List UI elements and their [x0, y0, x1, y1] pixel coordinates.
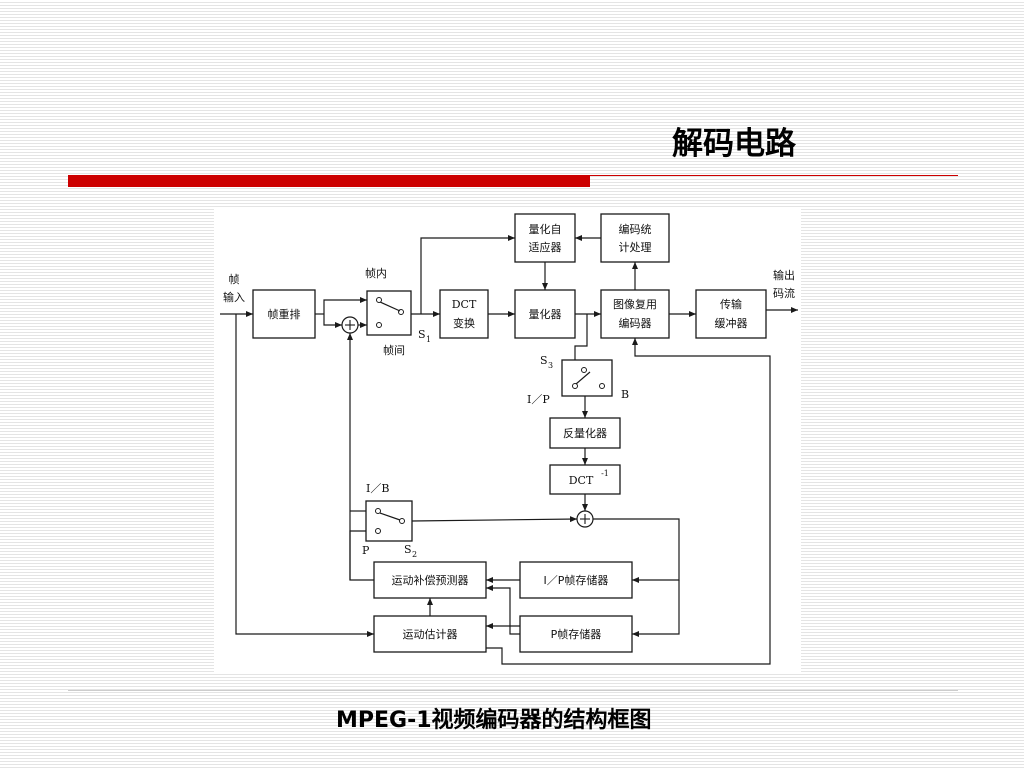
- block-dequantizer: 反量化器: [549, 417, 621, 449]
- block-dequantizer-label: 反量化器: [563, 426, 607, 440]
- label-stream-output-2: 码流: [773, 286, 795, 300]
- block-adaptive-label-1: 量化自: [529, 222, 562, 236]
- sum-node-input: [341, 316, 359, 334]
- figure-caption: MPEG-1视频编码器的结构框图: [336, 703, 756, 737]
- block-quantizer-label: 量化器: [529, 307, 562, 321]
- block-adaptive: 量化自 适应器: [514, 213, 576, 263]
- title-accent-bar: [68, 175, 590, 187]
- block-buffer-label-2: 缓冲器: [715, 316, 748, 330]
- block-buffer: 传输 缓冲器: [695, 289, 767, 339]
- label-stream-output-1: 输出: [773, 268, 795, 282]
- label-ib-s2: I／B: [366, 482, 389, 495]
- block-stats: 编码统 计处理: [600, 213, 670, 263]
- block-mux-label-2: 编码器: [619, 316, 652, 330]
- block-idct-label: DCT: [569, 474, 594, 487]
- label-intra: 帧内: [365, 266, 387, 280]
- block-buffer-label-1: 传输: [720, 297, 742, 311]
- block-dct: DCT 变换: [439, 289, 489, 339]
- label-frame-input-1: 帧: [229, 272, 240, 286]
- mpeg1-encoder-diagram: 帧重排 DCT 变换 量化器 量化自 适应器 编码统 计处理 图像复用 编码器 …: [214, 208, 801, 672]
- block-adaptive-label-2: 适应器: [529, 240, 562, 254]
- slide-title: 解码电路: [672, 126, 796, 162]
- label-s1: S: [418, 328, 426, 341]
- signal-wires: [220, 235, 798, 665]
- figure-caption-cjk: 视频编码器的结构框图: [431, 707, 652, 733]
- block-mc-predictor-label: 运动补偿预测器: [392, 573, 469, 587]
- switch-s2: [365, 500, 413, 542]
- sum-node-reconstruct: [576, 510, 594, 528]
- block-ip-frame-store-label: I／P帧存储器: [544, 573, 609, 587]
- label-inter: 帧间: [383, 343, 405, 357]
- switch-s3: [561, 359, 613, 397]
- block-dct-label-2: 变换: [453, 316, 475, 330]
- block-ip-frame-store: I／P帧存储器: [519, 561, 633, 599]
- label-s2-sub: 2: [412, 550, 417, 559]
- block-dct-label-1: DCT: [452, 298, 477, 311]
- label-p-s2: P: [362, 544, 370, 557]
- block-idct-superscript: -1: [601, 469, 609, 478]
- switch-s1: [366, 290, 412, 336]
- block-p-frame-store-label: P帧存储器: [551, 627, 602, 641]
- block-mux-label-1: 图像复用: [613, 297, 657, 311]
- label-frame-input-2: 输入: [223, 290, 245, 304]
- label-ip-s3: I／P: [527, 393, 550, 406]
- block-quantizer: 量化器: [514, 289, 576, 339]
- block-mc-predictor: 运动补偿预测器: [373, 561, 487, 599]
- figure-caption-latin: MPEG-1: [336, 708, 432, 733]
- label-s1-sub: 1: [426, 335, 431, 344]
- title-divider-line: [590, 175, 958, 176]
- label-s2: S: [404, 543, 412, 556]
- block-p-frame-store: P帧存储器: [519, 615, 633, 653]
- block-stats-label-2: 计处理: [619, 241, 652, 254]
- block-idct: DCT -1: [549, 464, 621, 495]
- block-stats-label-1: 编码统: [619, 222, 652, 236]
- label-s3: S: [540, 354, 548, 367]
- block-reorder-label: 帧重排: [268, 307, 301, 321]
- block-motion-estimator-label: 运动估计器: [403, 628, 458, 641]
- block-mux: 图像复用 编码器: [600, 289, 670, 339]
- block-motion-estimator: 运动估计器: [373, 615, 487, 653]
- block-reorder: 帧重排: [252, 289, 316, 339]
- label-s3-sub: 3: [548, 361, 553, 370]
- label-b-s3: B: [621, 388, 629, 401]
- caption-divider-line: [68, 690, 958, 691]
